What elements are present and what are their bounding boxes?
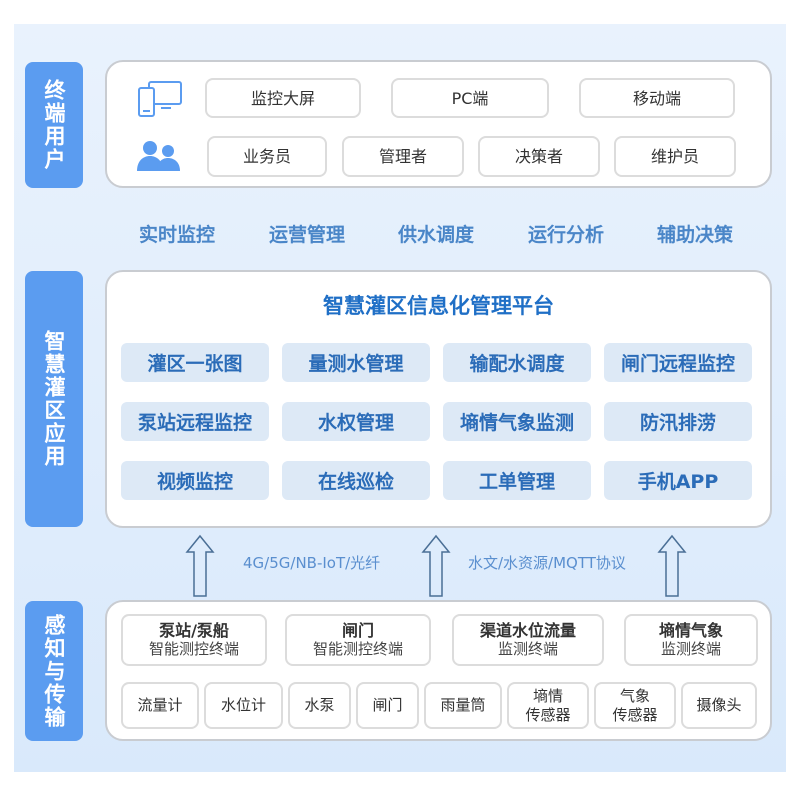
up-arrow-icon <box>185 534 215 597</box>
terminal-name: 墒情气象 <box>658 621 723 640</box>
terminal-device: 渠道水位流量监测终端 <box>452 614 604 666</box>
function-label: 运行分析 <box>528 224 605 246</box>
up-arrow-icon <box>657 534 687 597</box>
architecture-diagram: 终端用户 监控大屏 PC端 移动端 业务员 管理者 决策者 维护员 实时监控 运… <box>14 24 786 772</box>
module-tile: 输配水调度 <box>443 343 591 382</box>
module-tile: 工单管理 <box>443 461 591 500</box>
users-icon <box>137 141 180 171</box>
terminal-panel: 监控大屏 PC端 移动端 业务员 管理者 决策者 维护员 <box>105 60 772 188</box>
module-tile: 水权管理 <box>282 402 430 441</box>
terminal-device: 泵站/泵船智能测控终端 <box>121 614 267 666</box>
module-tile: 灌区一张图 <box>121 343 269 382</box>
terminal-name: 闸门 <box>341 621 374 640</box>
module-tile: 视频监控 <box>121 461 269 500</box>
sensor-item: 流量计 <box>121 682 199 729</box>
sensor-item: 水泵 <box>288 682 351 729</box>
function-label: 供水调度 <box>398 224 475 246</box>
sensor-item: 墒情 传感器 <box>507 682 589 729</box>
device-mobile: 移动端 <box>579 78 735 118</box>
terminal-type: 监测终端 <box>497 640 558 658</box>
terminal-device: 墒情气象监测终端 <box>624 614 758 666</box>
module-tile: 量测水管理 <box>282 343 430 382</box>
terminal-type: 智能测控终端 <box>148 640 239 658</box>
role-item: 决策者 <box>478 136 600 177</box>
sensing-panel: 泵站/泵船智能测控终端闸门智能测控终端渠道水位流量监测终端墒情气象监测终端 流量… <box>105 600 772 741</box>
sensor-item: 雨量筒 <box>424 682 502 729</box>
devices-icon <box>138 81 182 117</box>
sensor-item: 闸门 <box>356 682 419 729</box>
device-pc: PC端 <box>391 78 549 118</box>
terminal-name: 渠道水位流量 <box>479 621 576 640</box>
role-item: 业务员 <box>207 136 327 177</box>
up-arrow-icon <box>421 534 451 597</box>
function-label: 实时监控 <box>139 224 216 246</box>
module-tile: 泵站远程监控 <box>121 402 269 441</box>
layer-label-terminal: 终端用户 <box>25 62 83 188</box>
module-tile: 在线巡检 <box>282 461 430 500</box>
layer-label-application: 智慧灌区应用 <box>25 271 83 527</box>
sensor-item: 摄像头 <box>681 682 757 729</box>
protocol-label: 水文/水资源/MQTT协议 <box>468 554 626 572</box>
sensor-item: 水位计 <box>204 682 283 729</box>
layer-label-sensing: 感知与传输 <box>25 601 83 741</box>
terminal-device: 闸门智能测控终端 <box>285 614 431 666</box>
role-item: 管理者 <box>342 136 464 177</box>
module-tile: 墒情气象监测 <box>443 402 591 441</box>
terminal-name: 泵站/泵船 <box>159 621 229 640</box>
function-label: 辅助决策 <box>657 224 734 246</box>
protocol-label: 4G/5G/NB-IoT/光纤 <box>243 554 381 572</box>
role-item: 维护员 <box>614 136 736 177</box>
application-panel: 智慧灌区信息化管理平台 灌区一张图量测水管理输配水调度闸门远程监控泵站远程监控水… <box>105 270 772 528</box>
terminal-type: 智能测控终端 <box>312 640 403 658</box>
module-tile: 防汛排涝 <box>604 402 752 441</box>
terminal-type: 监测终端 <box>660 640 721 658</box>
module-tile: 闸门远程监控 <box>604 343 752 382</box>
module-tile: 手机APP <box>604 461 752 500</box>
device-screen: 监控大屏 <box>205 78 361 118</box>
function-label: 运营管理 <box>269 224 346 246</box>
platform-title: 智慧灌区信息化管理平台 <box>323 294 554 318</box>
sensor-item: 气象 传感器 <box>594 682 676 729</box>
